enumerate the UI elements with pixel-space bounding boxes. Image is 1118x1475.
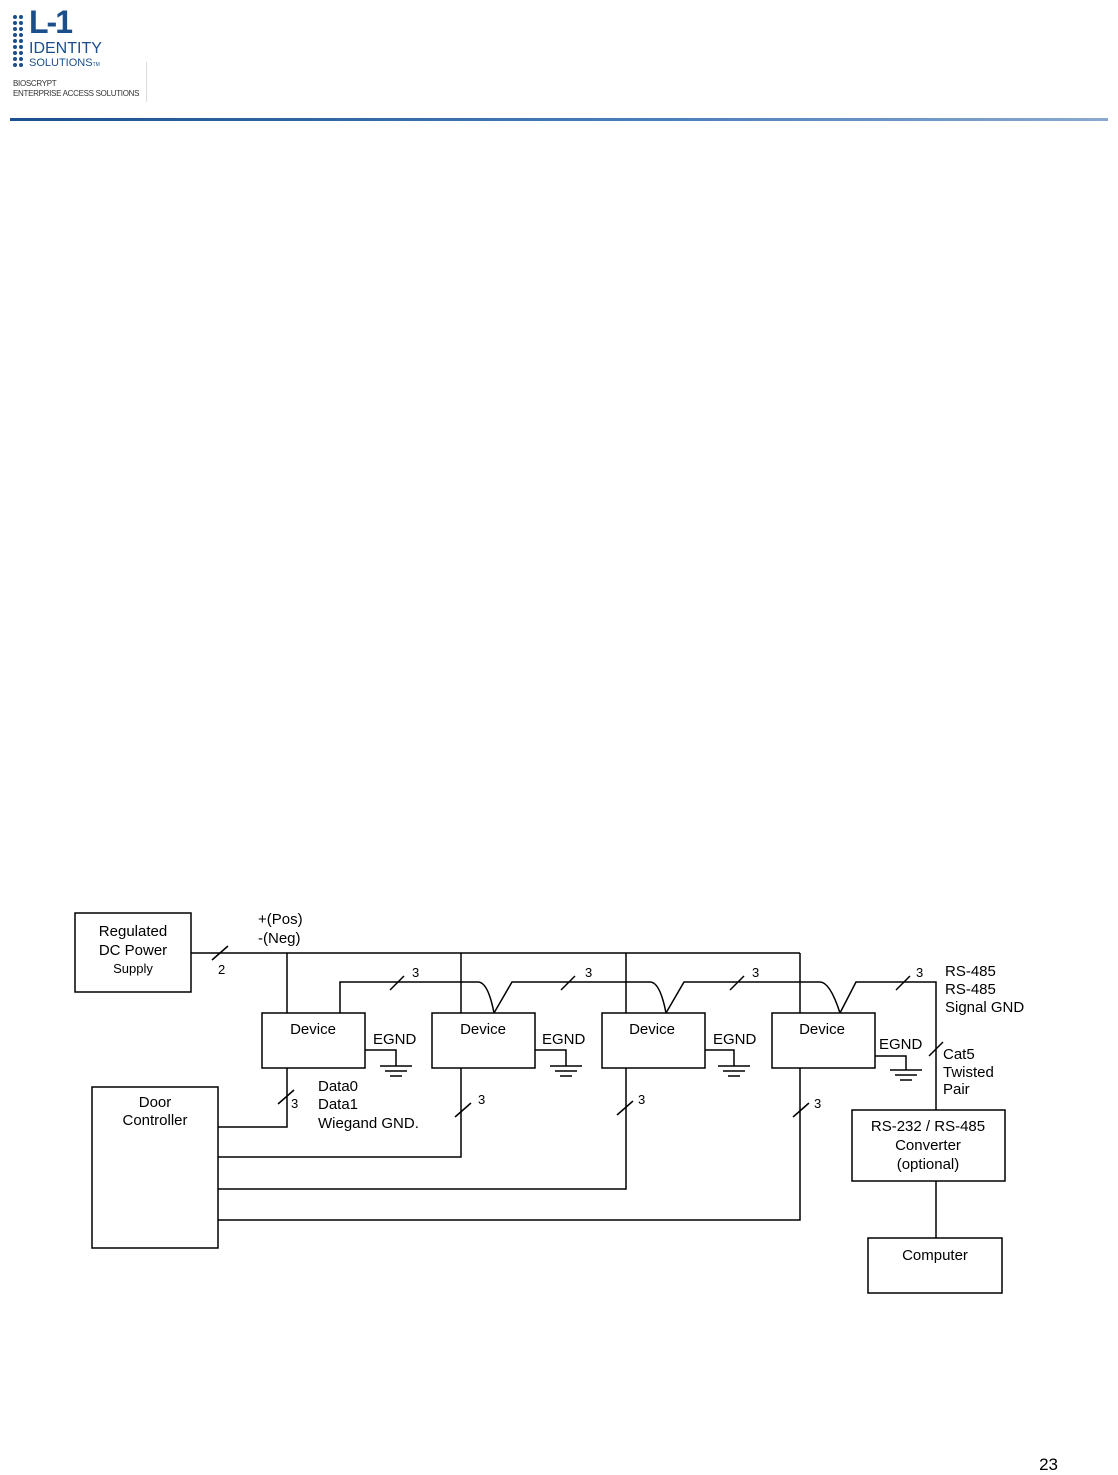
device-label-1: Device — [290, 1021, 336, 1038]
door-controller-label-1: Door — [139, 1094, 172, 1111]
rs485-tick-2 — [560, 975, 576, 991]
device-label-3: Device — [629, 1021, 675, 1038]
logo-subtitle-brand: BIOSCRYPT — [13, 79, 57, 88]
wiegand-wire-count-1: 3 — [291, 1096, 298, 1111]
egnd-label-2: EGND — [542, 1031, 586, 1048]
converter-label-2: Converter — [895, 1137, 961, 1154]
wiegand-wire-1 — [218, 1068, 288, 1128]
bus-wire-count-4: 3 — [916, 965, 923, 980]
wiegand-wire-count-4: 3 — [814, 1096, 821, 1111]
company-logo: L-1 IDENTITY SOLUTIONSTM BIOSCRYPT ENTER… — [12, 6, 162, 105]
cat5-tick — [928, 1041, 944, 1057]
logo-wordmark: L-1 — [29, 4, 73, 40]
device-box-3 — [601, 1012, 706, 1069]
logo-subtitle-tagline: ENTERPRISE ACCESS SOLUTIONS — [13, 89, 140, 98]
header-rule — [10, 118, 1108, 121]
wiegand-tick-4 — [792, 1102, 810, 1118]
wiegand-tick-2 — [454, 1102, 472, 1118]
rs485-label-3: Signal GND — [945, 999, 1024, 1016]
device-label-4: Device — [799, 1021, 845, 1038]
rs485-tick-1 — [389, 975, 405, 991]
power-supply-label-1: Regulated — [99, 923, 167, 940]
rs485-tick-4 — [895, 975, 911, 991]
wiegand-label-2: Data1 — [318, 1096, 358, 1113]
rs485-link-2 — [493, 981, 667, 1014]
ground-symbol-4 — [890, 1069, 922, 1081]
egnd-label-3: EGND — [713, 1031, 757, 1048]
page-header: L-1 IDENTITY SOLUTIONSTM BIOSCRYPT ENTER… — [0, 0, 1118, 126]
cat5-label-1: Cat5 — [943, 1046, 975, 1063]
converter-label-1: RS-232 / RS-485 — [871, 1118, 985, 1135]
logo-solutions-text: SOLUTIONS — [29, 57, 93, 69]
ground-symbol-1 — [380, 1065, 412, 1077]
converter-box — [851, 1109, 1006, 1182]
wiegand-label-1: Data0 — [318, 1078, 358, 1095]
door-controller-label-2: Controller — [122, 1112, 187, 1129]
device-label-2: Device — [460, 1021, 506, 1038]
ground-symbol-2 — [550, 1065, 582, 1077]
bus-wire-count-2: 3 — [585, 965, 592, 980]
bus-wire-count-3: 3 — [752, 965, 759, 980]
power-supply-label-3: Supply — [113, 961, 153, 976]
logo-trademark: TM — [92, 62, 100, 68]
egnd-wire-2 — [535, 1049, 567, 1066]
rs485-link-3 — [665, 981, 841, 1014]
converter-label-3: (optional) — [897, 1156, 960, 1173]
logo-identity: IDENTITY — [29, 40, 102, 57]
logo-dots-icon — [13, 15, 23, 67]
power-supply-label-2: DC Power — [99, 942, 167, 959]
device-box-1 — [261, 1012, 366, 1069]
wiegand-label-3: Wiegand GND. — [318, 1115, 419, 1132]
logo-divider — [146, 62, 147, 102]
egnd-wire-4 — [875, 1055, 907, 1070]
power-neg-label: -(Neg) — [258, 930, 301, 947]
page-number: 23 — [1039, 1455, 1058, 1474]
egnd-wire-3 — [705, 1049, 735, 1066]
rs485-label-2: RS-485 — [945, 981, 996, 998]
egnd-label-4: EGND — [879, 1036, 923, 1053]
door-controller-box — [91, 1086, 219, 1249]
rs485-tick-3 — [729, 975, 745, 991]
rs485-link-4 — [839, 981, 937, 1110]
cat5-label-2: Twisted — [943, 1064, 994, 1081]
device-box-4 — [771, 1012, 876, 1069]
rs485-label-1: RS-485 — [945, 963, 996, 980]
power-pos-label: +(Pos) — [258, 911, 303, 928]
power-wire-count: 2 — [218, 962, 225, 977]
ground-symbol-3 — [718, 1065, 750, 1077]
computer-label: Computer — [902, 1247, 968, 1264]
wiegand-tick-3 — [616, 1100, 634, 1116]
wiegand-wire-2 — [218, 1068, 462, 1158]
egnd-wire-1 — [365, 1049, 397, 1066]
wiegand-wire-count-3: 3 — [638, 1092, 645, 1107]
egnd-label-1: EGND — [373, 1031, 417, 1048]
device-box-2 — [431, 1012, 536, 1069]
computer-box — [867, 1237, 1003, 1294]
cat5-label-3: Pair — [943, 1081, 970, 1098]
wiegand-wire-count-2: 3 — [478, 1092, 485, 1107]
wiegand-tick-1 — [277, 1089, 295, 1105]
logo-solutions: SOLUTIONSTM — [29, 58, 100, 69]
wiegand-wire-4 — [218, 1068, 801, 1221]
bus-wire-count-1: 3 — [412, 965, 419, 980]
power-tick — [211, 945, 229, 961]
rs485-link-1 — [339, 981, 495, 1014]
wiegand-wire-3 — [218, 1068, 627, 1190]
